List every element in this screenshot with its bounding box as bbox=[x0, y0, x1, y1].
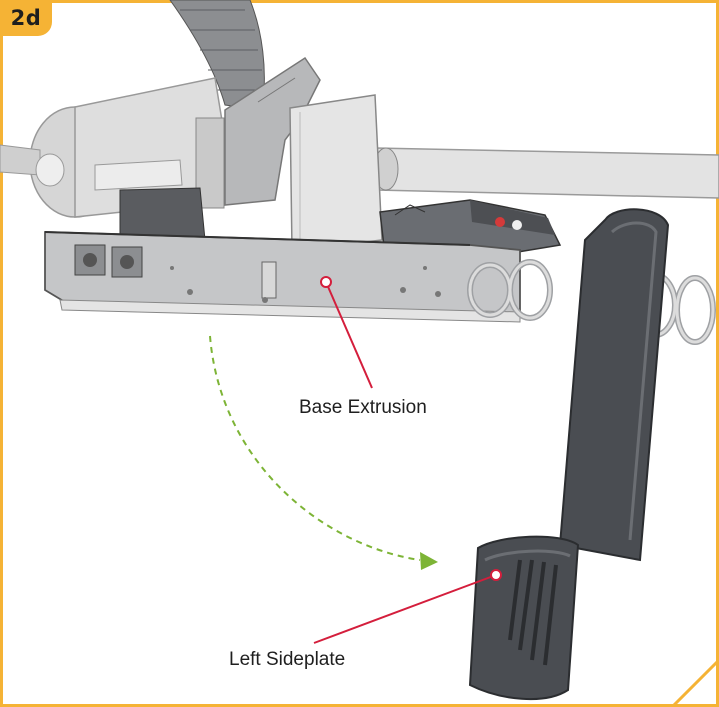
left-sideplate-label: Left Sideplate bbox=[229, 649, 346, 670]
frame-corner-cut bbox=[670, 658, 719, 707]
base-extrusion-label: Base Extrusion bbox=[299, 397, 427, 418]
curved-motion-arrow bbox=[209, 335, 421, 561]
callout-line-sideplate bbox=[313, 574, 497, 644]
base-extrusion bbox=[44, 231, 521, 323]
upper-housing-block bbox=[289, 94, 383, 251]
arrow-head bbox=[420, 552, 438, 570]
mount-block bbox=[119, 187, 206, 241]
step-badge: 2d bbox=[0, 0, 52, 36]
leader-line-dot bbox=[490, 569, 502, 581]
callout-line-base bbox=[325, 281, 373, 389]
motor-housing bbox=[0, 77, 236, 218]
leader-line-dot bbox=[320, 276, 332, 288]
shaft bbox=[373, 147, 719, 199]
